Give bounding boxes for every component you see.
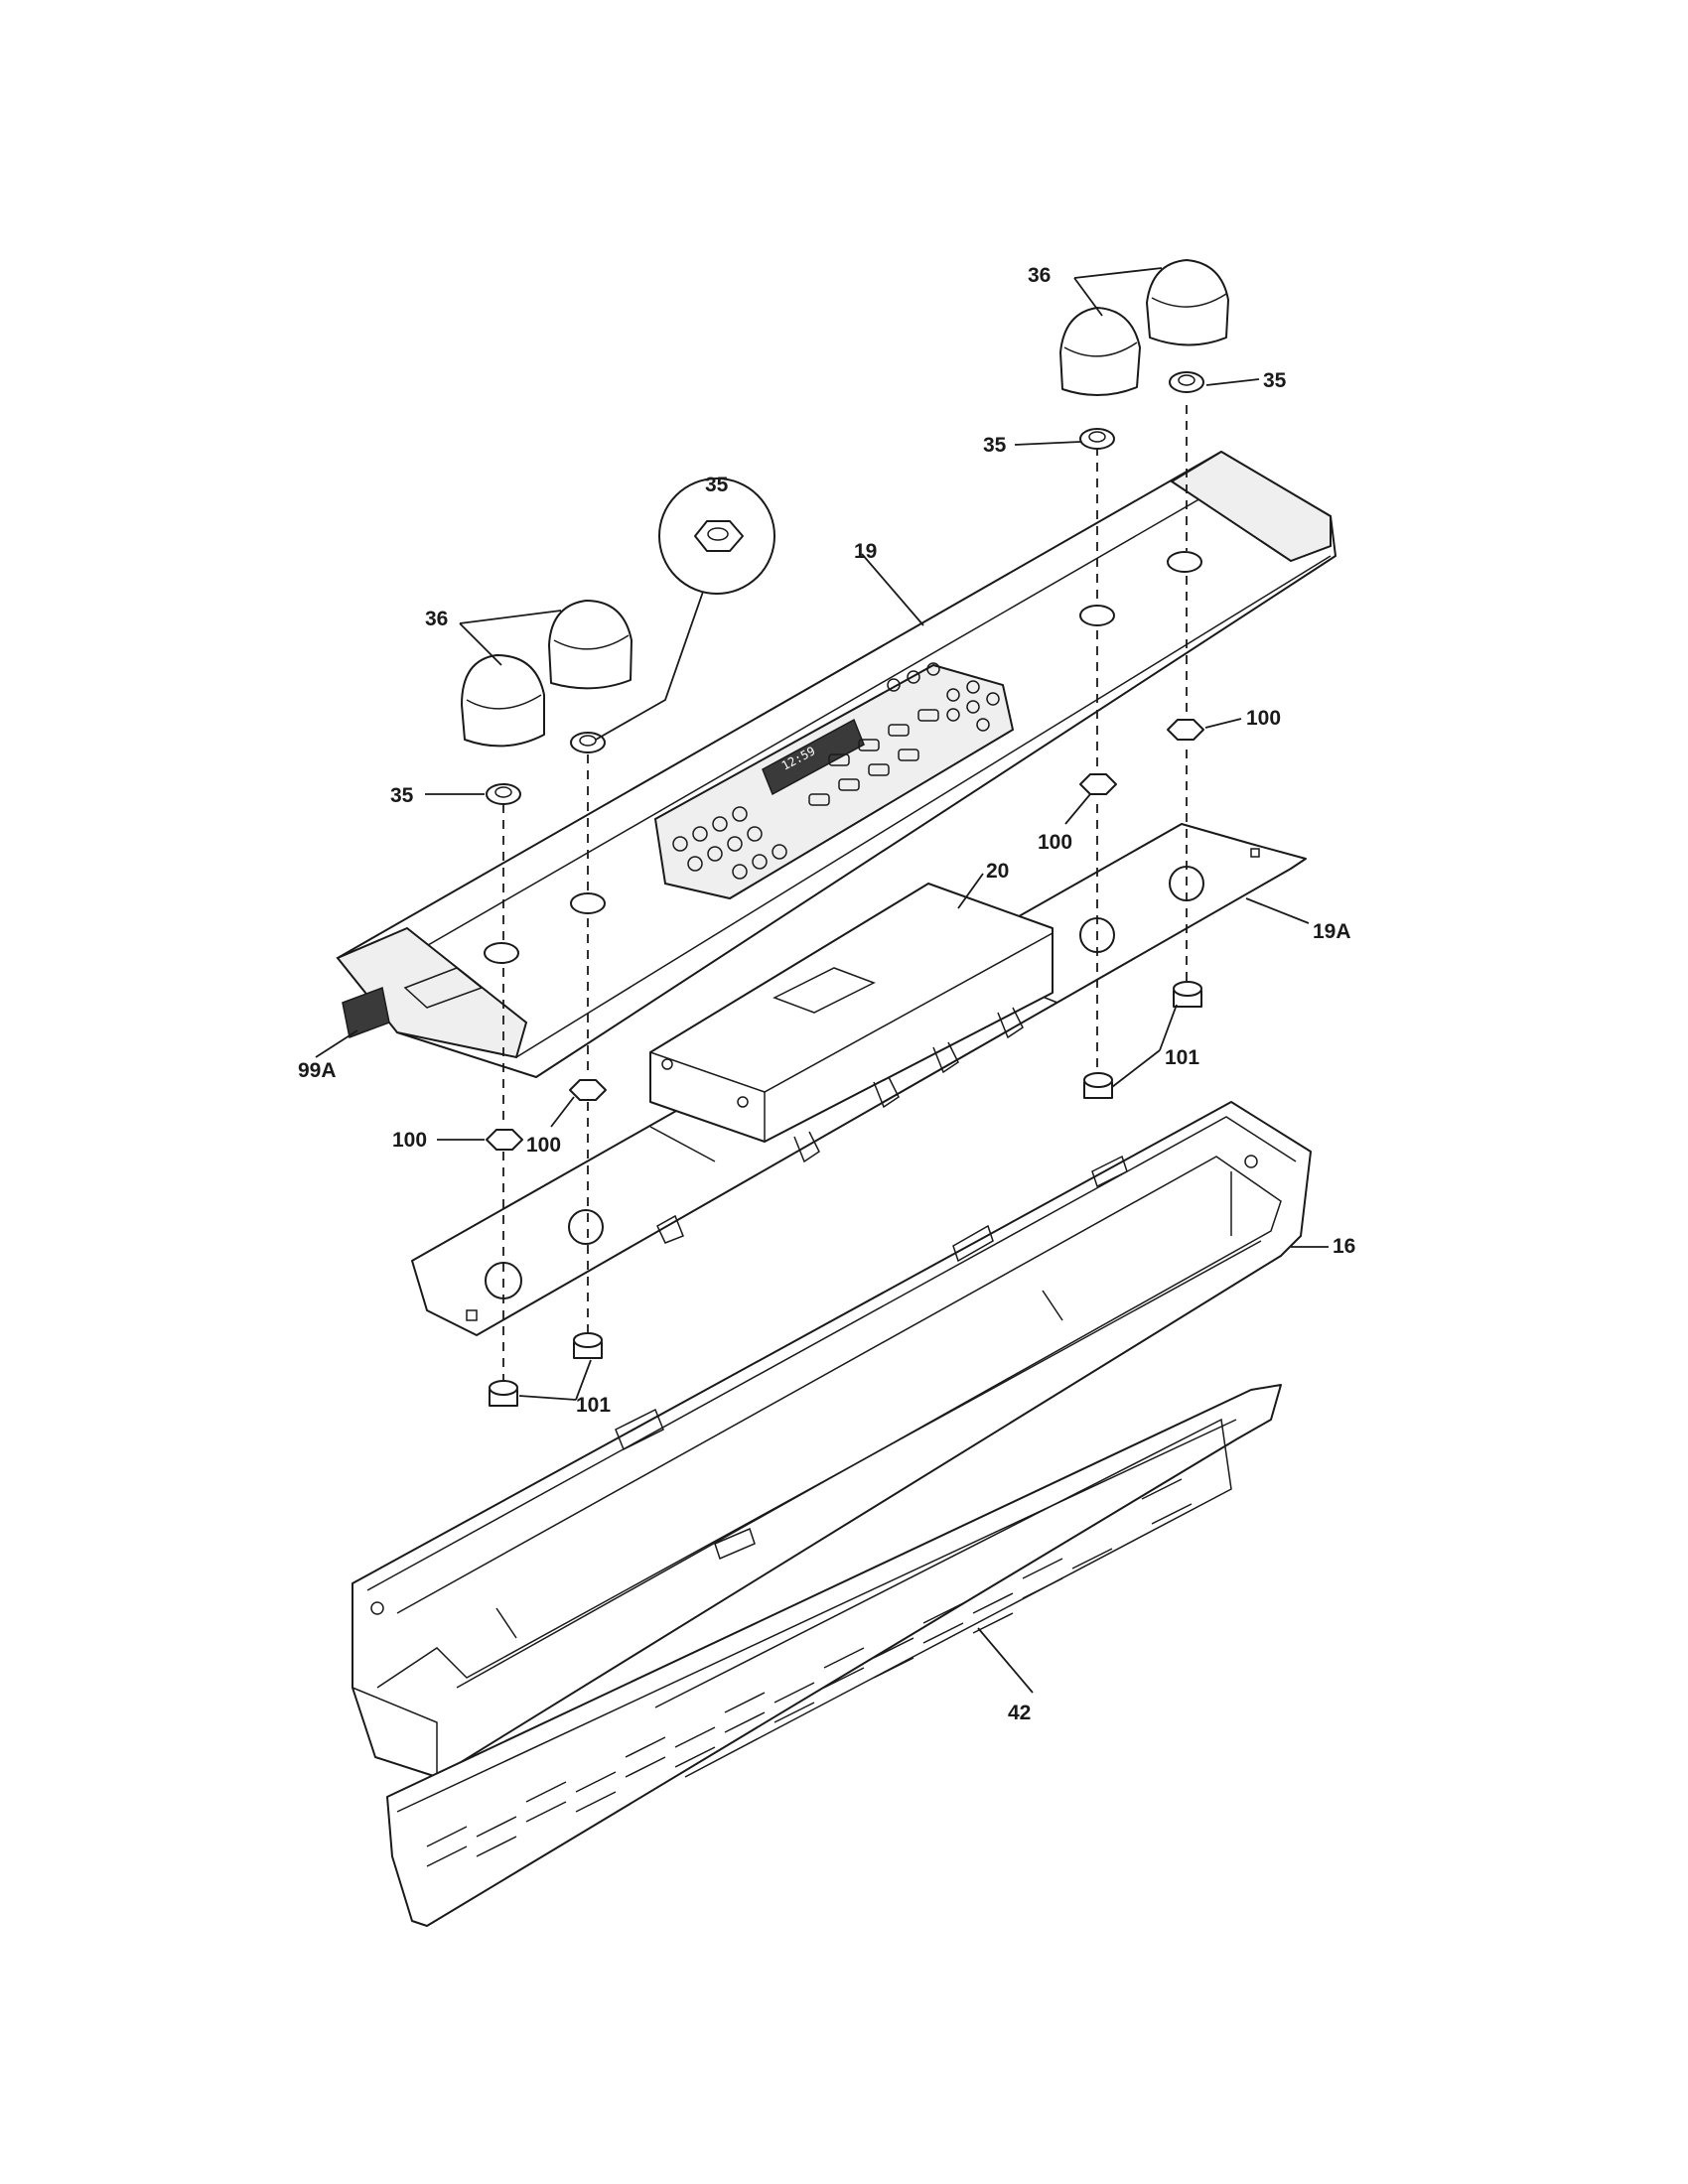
callout-101-left: 101 (576, 1394, 611, 1417)
nut-35-right-a (1079, 428, 1115, 450)
callout-20: 20 (986, 860, 1009, 883)
knob-36-left-b (548, 600, 633, 690)
clipnut-101-right-a (1173, 981, 1202, 1008)
callout-100-left-a: 100 (392, 1129, 427, 1152)
alignment-lines (502, 405, 1188, 1385)
callout-99A: 99A (298, 1059, 337, 1082)
leader-lines (315, 267, 1329, 1694)
clipnut-101-left-a (573, 1332, 603, 1359)
callout-42: 42 (1008, 1702, 1031, 1724)
callout-35-left: 35 (390, 784, 414, 807)
knob-36-left-a (461, 654, 545, 748)
callout-35-zoom: 35 (705, 474, 729, 496)
callout-35-right-top: 35 (1263, 369, 1287, 392)
clipnut-101-right-b (1083, 1072, 1113, 1099)
callout-labels: 36 35 19 36 35 35 35 100 100 20 19A 101 … (298, 264, 1355, 1724)
callout-36-left: 36 (425, 608, 448, 630)
hexnut-100-left-b (569, 1079, 607, 1101)
nut-35-left-b (570, 732, 606, 753)
vent-trim-42 (386, 1384, 1282, 1927)
backguard-16 (352, 1101, 1312, 1778)
knob-36-right-b (1146, 259, 1229, 346)
hexnut-100-right-top (1167, 719, 1204, 741)
hexnut-100-left-a (486, 1129, 523, 1151)
callout-19: 19 (854, 540, 877, 563)
control-board-20 (649, 883, 1054, 1163)
callout-100-right-top: 100 (1246, 707, 1281, 730)
zoom-detail-35 (595, 478, 775, 741)
callout-19A: 19A (1313, 920, 1351, 943)
callout-101-right: 101 (1165, 1046, 1199, 1069)
nut-35-left-a (486, 783, 521, 805)
vent-slots (426, 1478, 1193, 1867)
ribbon-cable-99A (342, 986, 390, 1039)
keypad-buttons (672, 662, 1000, 880)
touchpad-overlay: 12:59 (653, 662, 1015, 900)
hexnut-100-right-mid (1079, 773, 1117, 795)
callout-16: 16 (1333, 1235, 1355, 1258)
callout-100-left-b: 100 (526, 1134, 561, 1157)
clipnut-101-left-b (489, 1380, 518, 1407)
nut-35-right-b (1169, 371, 1204, 393)
callout-100-right-mid: 100 (1038, 831, 1072, 854)
callout-35-right-mid: 35 (983, 434, 1007, 457)
knob-36-right-a (1059, 307, 1141, 397)
callout-36-right: 36 (1028, 264, 1051, 287)
